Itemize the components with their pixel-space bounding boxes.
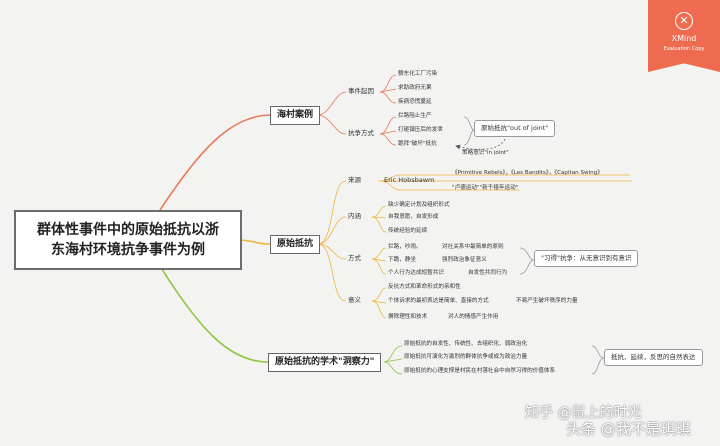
resistance-meaning-item-2a[interactable]: 个体诉求的最初表达是简单、直接的方式	[388, 298, 489, 304]
case-origin-item-2[interactable]: 求助政府无果	[398, 85, 432, 91]
resistance-connotation-label[interactable]: 内涵	[348, 212, 361, 220]
resistance-mode-item-2b[interactable]: 强烈政治象征意义	[442, 257, 487, 263]
resistance-connotation-item-1[interactable]: 缺少确定计划及组织形式	[388, 202, 450, 208]
resistance-connotation-item-3[interactable]: 传统经验的延续	[388, 228, 428, 234]
resistance-source-label[interactable]: 来源	[348, 176, 361, 184]
root-topic[interactable]: 群体性事件中的原始抵抗以浙 东海村环境抗争事件为例	[14, 210, 242, 270]
insight-item-1[interactable]: 原始抵抗的自发性、传统性、去组织化、弱政治化	[404, 341, 528, 347]
root-line-2: 东海村环境抗争事件为例	[51, 242, 205, 258]
resistance-mode-item-3b[interactable]: 自发性共同行为	[468, 270, 508, 276]
xmind-evaluation-badge: ✕ XMind Evaluation Copy	[648, 0, 720, 72]
badge-sub: Evaluation Copy	[663, 46, 705, 52]
case-methods-label[interactable]: 抗争方式	[348, 129, 374, 137]
resistance-mode-label[interactable]: 方式	[348, 254, 361, 262]
badge-brand: XMind	[671, 34, 697, 43]
case-summary-box[interactable]: 原始抵抗"out of joint"	[474, 120, 556, 137]
root-topic-text: 群体性事件中的原始抵抗以浙 东海村环境抗争事件为例	[37, 220, 219, 260]
resistance-meaning-item-2b[interactable]: 不易产生破坏秩序的力量	[516, 298, 578, 304]
resistance-mode-item-2a[interactable]: 下跪，静坐	[388, 257, 416, 263]
topic-resistance[interactable]: 原始抵抗	[270, 235, 321, 254]
case-origin-item-1[interactable]: 颤东化工厂污染	[398, 71, 438, 77]
resistance-meaning-item-1a[interactable]: 反抗方式和革命形式的亲和性	[388, 284, 461, 290]
case-methods-item-1[interactable]: 拦路阻止生产	[398, 113, 432, 119]
resistance-source-author[interactable]: Eric Hobsbawm	[384, 176, 435, 184]
resistance-mode-item-1b[interactable]: 对社关系中最简单的原则	[442, 244, 504, 250]
resistance-source-movement[interactable]: "卢德运动""新千禧年运动"	[452, 185, 519, 191]
resistance-connotation-item-2[interactable]: 自我意愿，自发形成	[388, 214, 439, 220]
case-origin-item-3[interactable]: 疾病恐慌蔓延	[398, 99, 432, 105]
resistance-meaning-item-3b[interactable]: 对人的情感产生作用	[448, 314, 499, 320]
resistance-mode-summary-box[interactable]: "习得"抗争：从无意识到有意识	[534, 250, 639, 267]
insight-summary-box[interactable]: 抵抗、延续，反思的自然表达	[604, 349, 703, 366]
resistance-mode-item-1a[interactable]: 拦路，吵闹。	[388, 244, 422, 250]
topic-insight[interactable]: 原始抵抗的学术"洞察力"	[268, 353, 382, 372]
insight-item-2[interactable]: 原始抵抗可演化为激烈的群体抗争或成为政治力量	[404, 354, 528, 360]
case-origin-label[interactable]: 事件起因	[348, 87, 374, 95]
toutiao-watermark: 头条 @我不是琪琪	[566, 420, 691, 438]
resistance-meaning-label[interactable]: 意义	[348, 296, 361, 304]
case-methods-item-2[interactable]: 打砸镇压后的发泄	[398, 127, 443, 133]
resistance-source-books[interactable]: 《Primitive Rebels》，《Les Bandits》，《Capita…	[452, 170, 603, 176]
resistance-mode-item-3a[interactable]: 个人行为达成短暂共识	[388, 270, 444, 276]
case-methods-item-3[interactable]: 跪拜"破坏"抵抗	[398, 141, 437, 147]
resistance-meaning-item-3a[interactable]: 摒除理性和技术	[388, 314, 428, 320]
insight-item-3[interactable]: 原始抵抗的心理支撑是村民在村落社会中自然习得的价值体系	[404, 368, 556, 374]
topic-case[interactable]: 海村案例	[270, 106, 321, 125]
zhihu-watermark: 知乎 @鼠上的时光	[525, 405, 642, 421]
root-line-1: 群体性事件中的原始抵抗以浙	[37, 222, 219, 238]
x-icon: ✕	[675, 12, 693, 30]
case-strategy-note[interactable]: 策略意识"in joint"	[462, 150, 509, 156]
